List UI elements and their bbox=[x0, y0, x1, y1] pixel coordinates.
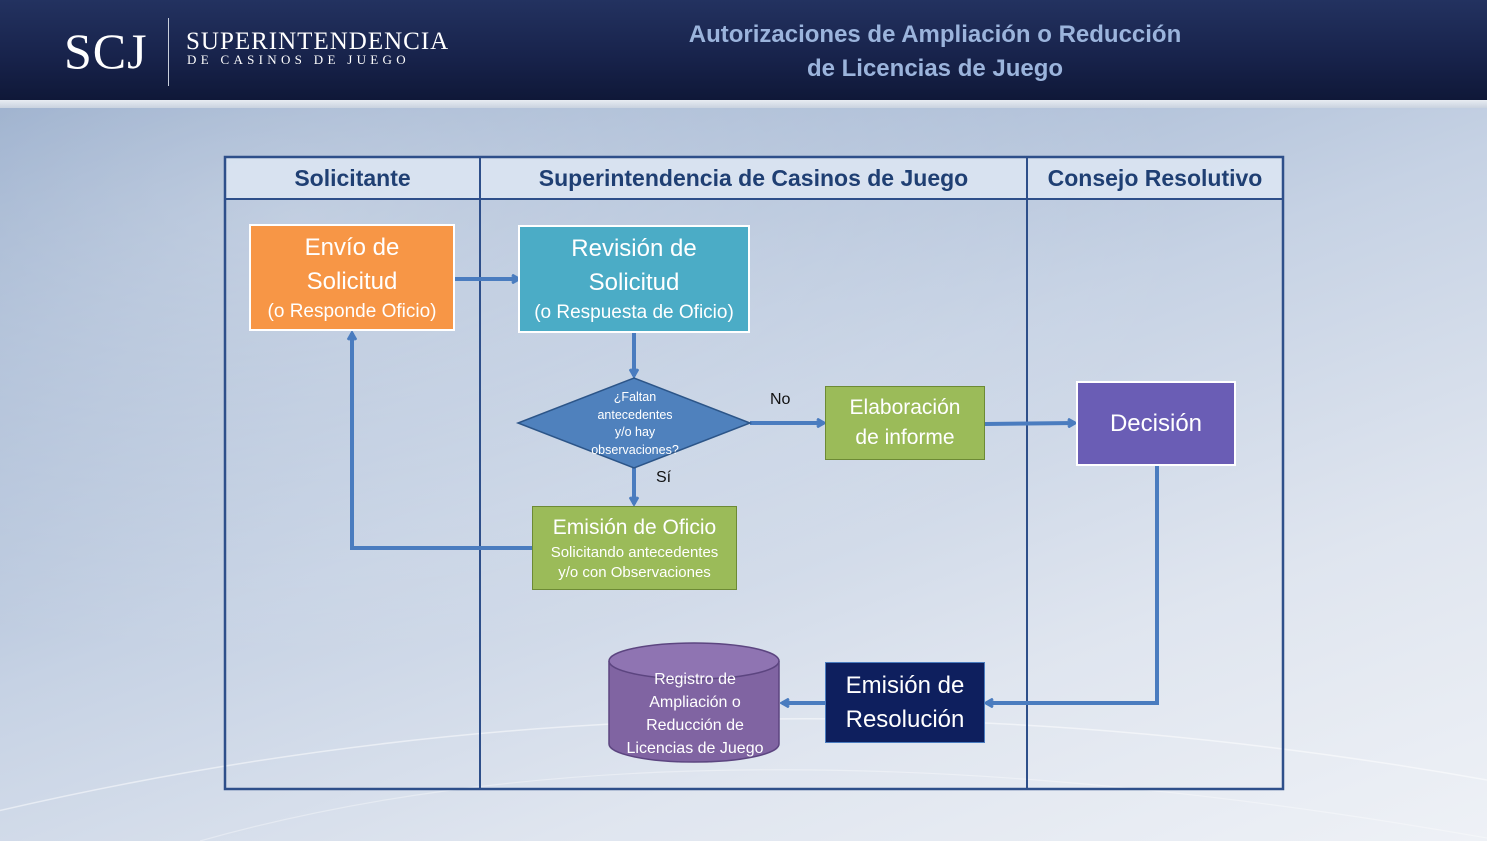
node-emision-oficio: Emisión de Oficio Solicitando antecedent… bbox=[532, 506, 737, 590]
node-resolucion-line-1: Emisión de bbox=[845, 671, 965, 699]
arrow-oficio-to-envio bbox=[352, 333, 533, 550]
node-decision-label: Decisión bbox=[1109, 409, 1203, 437]
swimlane-frame bbox=[223, 155, 1285, 791]
node-elaboracion-informe: Elaboración de informe bbox=[825, 386, 985, 460]
registro-cylinder bbox=[608, 642, 780, 763]
node-elaboracion-line-1: Elaboración bbox=[849, 396, 961, 419]
lane-header-scj: Superintendencia de Casinos de Juego bbox=[538, 165, 969, 191]
node-registro-line-4: Licencias de Juego bbox=[626, 740, 764, 757]
logo-subtitle: DE CASINOS DE JUEGO bbox=[187, 52, 410, 67]
node-oficio-title: Emisión de Oficio bbox=[552, 516, 717, 539]
node-resolucion-line-2: Resolución bbox=[845, 705, 965, 733]
lane-header-band bbox=[225, 157, 1283, 199]
decision-question-line-1: ¿Faltan bbox=[613, 390, 657, 404]
decision-question: ¿Faltan antecedentes y/o hay observacion… bbox=[580, 389, 690, 459]
node-emision-resolucion: Emisión de Resolución bbox=[825, 662, 985, 743]
decision-question-line-2: antecedentes bbox=[597, 407, 673, 422]
node-revision-line-2: Solicitud bbox=[588, 269, 680, 296]
node-registro-label: Registro de Ampliación o Reducción de Li… bbox=[610, 668, 780, 760]
decision-question-line-3: y/o hay bbox=[614, 425, 656, 439]
header-divider bbox=[0, 100, 1487, 108]
logo-name: SUPERINTENDENCIA bbox=[186, 28, 450, 55]
page-title-line-2: de Licencias de Juego bbox=[806, 55, 1064, 82]
lane-header-solicitante: Solicitante bbox=[294, 165, 411, 191]
node-oficio-sub-2: y/o con Observaciones bbox=[558, 564, 711, 581]
node-decision: Decisión bbox=[1076, 381, 1236, 466]
arrow-elaboracion-to-decision bbox=[984, 423, 1075, 424]
background-arc bbox=[199, 769, 1487, 841]
node-elaboracion-line-2: de informe bbox=[855, 426, 955, 449]
node-revision-solicitud: Revisión de Solicitud (o Respuesta de Of… bbox=[518, 225, 750, 333]
node-registro-line-3: Reducción de bbox=[646, 717, 744, 734]
edge-label-si: Sí bbox=[656, 469, 672, 486]
edge-label-no: No bbox=[770, 391, 791, 408]
node-revision-line-1: Revisión de bbox=[571, 235, 697, 262]
node-oficio-sub-1: Solicitando antecedentes bbox=[550, 544, 719, 561]
arrow-decision-to-resolucion bbox=[986, 466, 1159, 703]
decision-diamond bbox=[515, 377, 753, 469]
node-envio-subtitle: (o Responde Oficio) bbox=[267, 300, 437, 322]
logo-divider bbox=[168, 18, 169, 86]
page-title-line-1: Autorizaciones de Ampliación o Reducción bbox=[688, 21, 1182, 48]
node-registro-line-1: Registro de bbox=[654, 671, 736, 688]
node-envio-solicitud: Envío de Solicitud (o Responde Oficio) bbox=[249, 224, 455, 331]
node-envio-line-1: Envío de bbox=[304, 233, 400, 261]
node-envio-line-2: Solicitud bbox=[306, 267, 398, 295]
decision-question-line-4: observaciones? bbox=[591, 442, 679, 457]
node-registro-line-2: Ampliación o bbox=[649, 694, 741, 711]
node-revision-subtitle: (o Respuesta de Oficio) bbox=[534, 302, 734, 323]
logo-mark: SCJ bbox=[64, 23, 148, 79]
lane-header-consejo: Consejo Resolutivo bbox=[1047, 165, 1263, 191]
header-bar bbox=[0, 0, 1487, 100]
page-title: Autorizaciones de Ampliación o Reducción… bbox=[660, 18, 1210, 86]
